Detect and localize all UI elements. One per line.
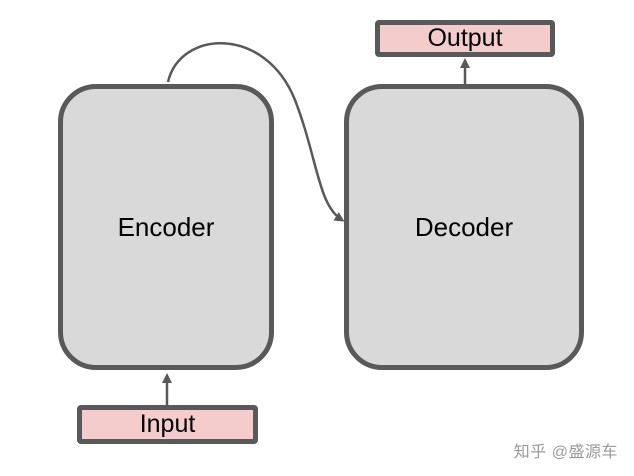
input-label: Input [139,410,196,438]
decoder-block: Decoder [344,84,584,370]
decoder-label: Decoder [414,211,514,242]
watermark: 知乎 @盛源车 [513,444,618,461]
output-label: Output [427,24,503,52]
encoder-block: Encoder [58,84,274,370]
encoder-to-decoder-arrow [166,42,345,222]
encoder-label: Encoder [117,211,215,242]
input-box: Input [77,405,258,444]
output-box: Output [375,20,555,57]
